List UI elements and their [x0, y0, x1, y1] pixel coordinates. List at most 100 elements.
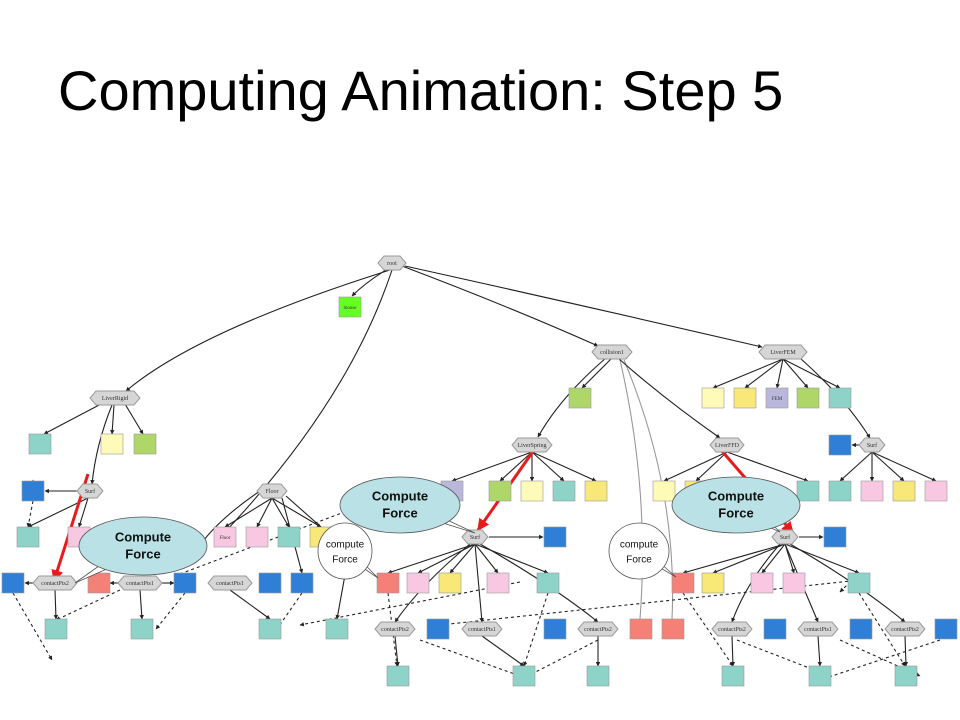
callout-text: Compute	[115, 530, 171, 545]
component-box	[782, 572, 806, 594]
box-label: mouse	[343, 306, 357, 311]
dashed-edge	[179, 507, 356, 575]
component-box	[536, 572, 560, 594]
component-box	[828, 387, 852, 409]
graph-edge	[78, 497, 89, 528]
node-label: LiverFFD	[715, 443, 740, 449]
node-label: contactPts2	[584, 627, 612, 633]
component-box	[290, 572, 314, 594]
callout-text: Compute	[708, 489, 764, 504]
component-box	[847, 572, 871, 594]
graph-edge	[474, 543, 484, 623]
graph-edge	[712, 358, 784, 389]
component-box	[28, 433, 52, 455]
graph-edge	[782, 358, 841, 389]
graph-edge	[474, 543, 499, 574]
node-label: contactPts1	[804, 627, 832, 633]
graph-edge	[695, 451, 728, 482]
component-box	[325, 618, 349, 640]
graph-edge	[663, 451, 728, 482]
graph-edge	[474, 543, 549, 574]
component-box	[828, 480, 852, 502]
dashed-edge	[12, 592, 53, 661]
dashed-edge	[858, 592, 906, 667]
component-box	[860, 480, 884, 502]
graph-edge	[871, 451, 937, 482]
component-box	[543, 526, 567, 548]
liver-ffd-node: LiverFFD	[709, 437, 745, 453]
graph-edge	[789, 543, 906, 623]
graph-edge	[531, 451, 597, 482]
component-box	[823, 526, 847, 548]
contact-pts1-node: contactPts1	[117, 575, 163, 591]
node-label: contactPts2	[381, 627, 409, 633]
component-box	[87, 572, 111, 594]
node-label: contactPts1	[216, 581, 244, 587]
graph-node: contactPts2	[884, 621, 926, 637]
surf-node-2: Surf	[461, 529, 489, 545]
node-label: collision1	[600, 350, 624, 356]
collision-node: collision1	[591, 344, 633, 360]
component-box	[100, 433, 124, 455]
component-box	[486, 572, 510, 594]
graph-edge	[125, 269, 391, 392]
graph-edge	[617, 357, 721, 439]
dashed-edge	[682, 592, 734, 667]
graph-edge	[537, 357, 607, 438]
graph-edge	[256, 497, 273, 528]
slide-title: Computing Animation: Step 5	[58, 59, 784, 122]
component-box	[44, 618, 68, 640]
graph-edge	[271, 497, 322, 528]
graph-edge	[682, 543, 786, 575]
component-box	[376, 572, 400, 594]
node-label: root	[387, 261, 397, 267]
component-box	[586, 665, 610, 687]
graph-edge	[619, 359, 644, 620]
callout-text: Compute	[372, 489, 428, 504]
component-box	[828, 434, 852, 456]
component-box	[543, 618, 567, 640]
component-box	[386, 665, 410, 687]
component-box	[245, 526, 269, 548]
contact-pts2-node: contactPts2	[32, 575, 78, 591]
component-box	[849, 618, 873, 640]
component-box	[721, 665, 745, 687]
floor-node: Floor	[256, 483, 288, 499]
root-node: root	[377, 255, 407, 271]
graph-edge	[27, 497, 89, 528]
callout-text: compute	[620, 540, 659, 551]
graph-edge	[229, 589, 271, 620]
callout-layer: ComputeForceComputeForceComputeForcecomp…	[74, 476, 801, 584]
node-label: Surf	[470, 534, 480, 541]
component-box	[584, 480, 608, 502]
component-box	[796, 387, 820, 409]
dashed-edge	[523, 592, 549, 667]
component-box	[763, 618, 787, 640]
dashed-edge	[819, 639, 941, 681]
node-label: contactPts2	[718, 627, 746, 633]
graph-edge	[224, 269, 393, 533]
component-box	[568, 387, 592, 409]
node-label: contactPts2	[891, 627, 919, 633]
surf-node-4: Surf	[771, 529, 799, 545]
component-box	[258, 572, 282, 594]
component-box	[406, 572, 430, 594]
graph-edge	[817, 635, 822, 667]
component-box	[661, 618, 685, 640]
liver-rigid-node: LiverRigid	[89, 390, 141, 406]
surf-node-3: Surf	[858, 437, 886, 453]
graph-node: contactPts2	[711, 621, 753, 637]
mouse-node: mouse	[338, 296, 362, 318]
dashed-edge	[736, 639, 831, 677]
callout-text: Force	[626, 555, 652, 566]
graph-edge	[394, 635, 400, 667]
graph-edge	[43, 403, 102, 435]
graph-edge	[744, 358, 784, 389]
component-box	[258, 618, 282, 640]
graph-edge	[271, 497, 290, 528]
dashed-edge	[419, 639, 521, 677]
component-box	[426, 618, 450, 640]
